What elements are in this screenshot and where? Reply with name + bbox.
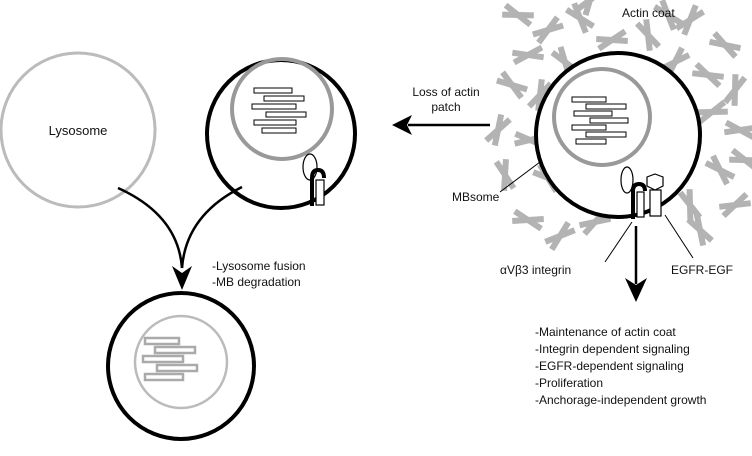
integrin-label: αVβ3 integrin [500, 263, 571, 277]
loss-of-actin-arrow [392, 115, 490, 135]
egfr-pointer [664, 214, 694, 259]
mbsome-label: MBsome [452, 190, 500, 204]
actin-filament-cross [686, 213, 714, 247]
actin-filament-cross [677, 189, 703, 221]
fusion-label-line1: -Lysosome fusion [212, 259, 306, 273]
actin-filament-cross [718, 191, 752, 219]
lysosome-label: Lysosome [49, 123, 108, 138]
degraded-mbsome [106, 291, 256, 441]
actin-filament-cross [531, 15, 565, 45]
actin-filament-cross [564, 2, 596, 34]
fusion-arrow [117, 185, 243, 269]
outcomes-list: -Maintenance of actin coat -Integrin dep… [535, 325, 706, 407]
mbsome-no-actin [205, 57, 357, 210]
integrin-hook-right [631, 181, 647, 219]
outcome-item: -Anchorage-independent growth [535, 393, 706, 407]
outcome-item: -EGFR-dependent signaling [535, 359, 684, 373]
egfr-label: EGFR-EGF [671, 263, 733, 277]
midbody-stack [251, 87, 307, 134]
lysosome-circle [0, 51, 157, 209]
actin-filament-cross [511, 44, 545, 66]
actin-filament-cross [575, 0, 605, 17]
outcome-item: -Integrin dependent signaling [535, 342, 690, 356]
actin-filament-cross [502, 2, 534, 28]
actin-filament-cross [512, 208, 544, 232]
receptor-oval [302, 153, 318, 181]
actin-filament-cross [634, 18, 662, 52]
actin-filament-cross [704, 154, 736, 186]
actin-filament-cross [723, 119, 752, 141]
midbody-stack-right [571, 96, 629, 145]
fusion-arrow-head [172, 266, 192, 290]
actin-filament-cross [596, 28, 628, 52]
integrin-pointer [604, 221, 633, 263]
egfr-receptor [646, 173, 664, 217]
fusion-label-line2: -MB degradation [212, 275, 301, 289]
mbsome-with-actin [534, 51, 702, 219]
actin-filament-cross [495, 70, 529, 100]
loss-label-line1: Loss of actin [412, 85, 479, 99]
outcome-item: -Maintenance of actin coat [535, 325, 676, 339]
actin-filament-cross [544, 220, 576, 252]
actin-filament-cross [722, 74, 748, 106]
actin-filament-cross [484, 113, 512, 147]
loss-label-line2: patch [431, 100, 460, 114]
actin-filament-cross [526, 78, 554, 112]
actin-coat-label: Actin coat [622, 6, 675, 20]
actin-filament-cross [708, 31, 742, 59]
actin-filament-cross [652, 0, 684, 31]
actin-filament-cross [691, 61, 725, 89]
degraded-stack [141, 336, 199, 382]
actin-filament-cross [493, 159, 517, 191]
mbsome-pointer [499, 161, 541, 193]
outcome-item: -Proliferation [535, 376, 603, 390]
actin-filament-cross [729, 147, 752, 173]
receptor-oval-right [620, 166, 634, 194]
actin-filament-cross [674, 4, 706, 36]
integrin-hook [310, 167, 326, 206]
actin-filament-cross [696, 99, 728, 125]
outcome-arrow [625, 226, 647, 302]
